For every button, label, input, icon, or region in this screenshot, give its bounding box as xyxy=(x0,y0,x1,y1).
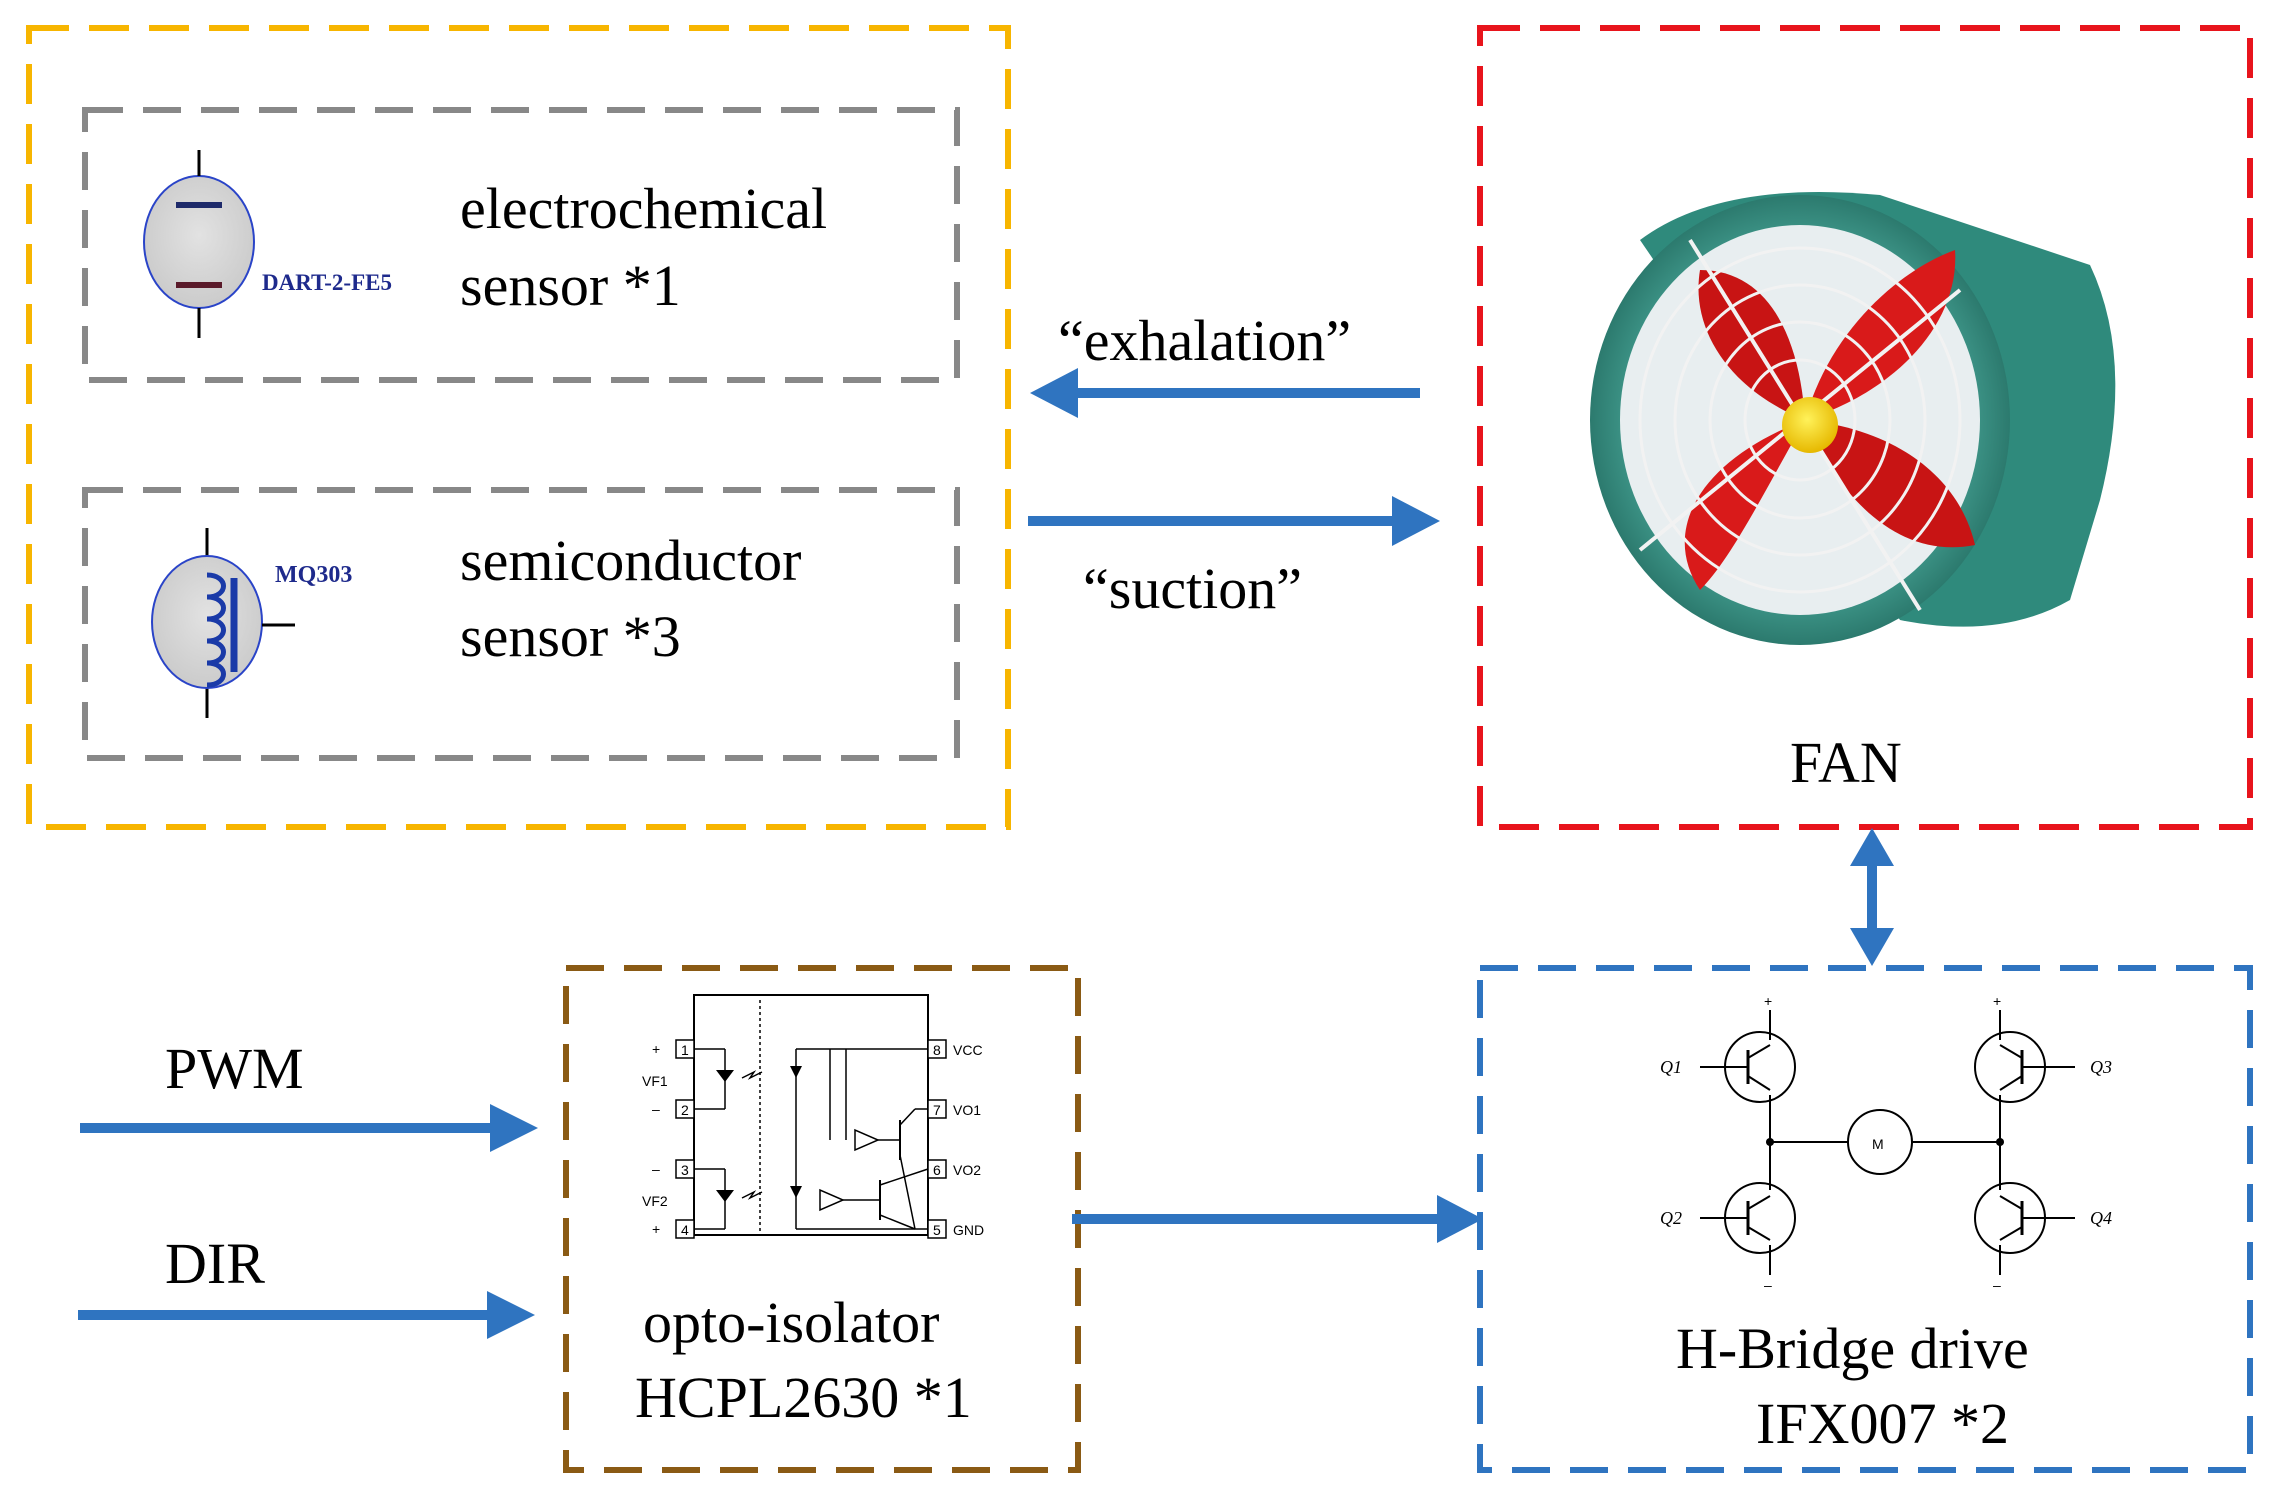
opto-pin-8: 8 xyxy=(933,1042,941,1058)
hbridge-frame xyxy=(1477,965,2253,1473)
hbridge-motor-label: M xyxy=(1872,1136,1884,1152)
opto-pin-2: 2 xyxy=(681,1102,689,1118)
opto-pin-5: 5 xyxy=(933,1222,941,1238)
sensor-group-frame xyxy=(26,25,1011,830)
hbridge-plus-right: + xyxy=(1993,993,2001,1009)
hbridge-node-left xyxy=(1766,1138,1774,1146)
optoisolator-label-line1: opto-isolator xyxy=(643,1290,939,1355)
exhalation-arrow-head xyxy=(1030,368,1078,418)
optocoupler-schematic-icon xyxy=(675,994,947,1239)
pwm-label: PWM xyxy=(165,1036,304,1101)
hbridge-minus-right: – xyxy=(1993,1277,2001,1293)
opto-pin-1: 1 xyxy=(681,1042,689,1058)
exhalation-label: “exhalation” xyxy=(1058,308,1351,373)
hbridge-label-line2: IFX007 *2 xyxy=(1756,1391,2009,1456)
hbridge-minus-left: – xyxy=(1764,1277,1772,1293)
opto-plus-bottom: + xyxy=(652,1221,660,1237)
fan-hbridge-arrow-up xyxy=(1850,828,1894,866)
opto-pin-6: 6 xyxy=(933,1162,941,1178)
suction-label: “suction” xyxy=(1083,556,1302,621)
electrochemical-sensor-box xyxy=(82,107,960,383)
opto-plus-top: + xyxy=(652,1041,660,1057)
electrochemical-sensor-label-line1: electrochemical xyxy=(460,176,827,241)
opto-pin-4: 4 xyxy=(681,1222,689,1238)
hbridge-q4-label: Q4 xyxy=(2090,1208,2112,1228)
hbridge-q3-label: Q3 xyxy=(2090,1057,2112,1077)
electrochemical-sensor-label-line2: sensor *1 xyxy=(460,253,681,318)
semiconductor-sensor-box xyxy=(82,487,960,761)
optoisolator-label-line2: HCPL2630 *1 xyxy=(635,1365,972,1430)
opto-to-hbridge-arrow-head xyxy=(1437,1195,1483,1243)
hbridge-plus-left: + xyxy=(1764,993,1772,1009)
suction-arrow-head xyxy=(1392,496,1440,546)
opto-vo2-label: VO2 xyxy=(953,1162,981,1178)
semiconductor-sensor-icon xyxy=(151,528,295,718)
electrochemical-part-number: DART-2-FE5 xyxy=(262,270,392,295)
opto-vf2-label: VF2 xyxy=(642,1193,668,1209)
opto-vo1-label: VO1 xyxy=(953,1102,981,1118)
hbridge-q2-label: Q2 xyxy=(1660,1208,1682,1228)
opto-vcc-label: VCC xyxy=(953,1042,983,1058)
hbridge-node-right xyxy=(1996,1138,2004,1146)
opto-vf1-label: VF1 xyxy=(642,1073,668,1089)
semiconductor-sensor-label-line1: semiconductor xyxy=(460,528,801,593)
fan-hbridge-arrow-down xyxy=(1850,928,1894,966)
opto-minus-bottom: – xyxy=(652,1161,660,1177)
electrochemical-sensor-icon xyxy=(143,150,255,338)
semiconductor-sensor-label-line2: sensor *3 xyxy=(460,604,681,669)
dir-arrow-head xyxy=(487,1291,535,1339)
fan-label: FAN xyxy=(1790,730,1902,795)
fan-frame xyxy=(1477,25,2253,830)
opto-gnd-label: GND xyxy=(953,1222,984,1238)
axial-fan-icon xyxy=(1590,192,2116,645)
opto-pin-3: 3 xyxy=(681,1162,689,1178)
opto-pin-7: 7 xyxy=(933,1102,941,1118)
semiconductor-part-number: MQ303 xyxy=(275,562,352,588)
pwm-arrow-head xyxy=(490,1104,538,1152)
dir-label: DIR xyxy=(165,1231,265,1296)
hbridge-q1-label: Q1 xyxy=(1660,1057,1682,1077)
hbridge-label-line1: H-Bridge drive xyxy=(1676,1316,2029,1381)
h-bridge-schematic-icon xyxy=(1700,1010,2075,1275)
opto-minus-top: – xyxy=(652,1101,660,1117)
